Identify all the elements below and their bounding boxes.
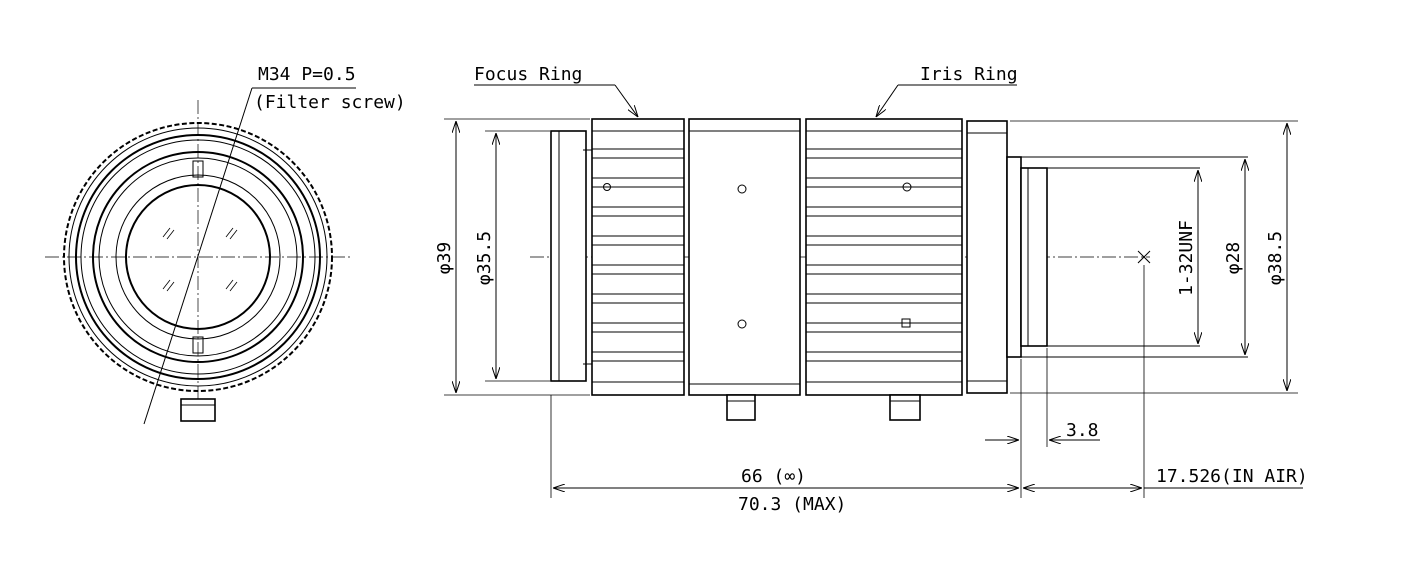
dim-70-3-label: 70.3 (MAX) [738, 494, 846, 515]
top-notch [192, 160, 204, 178]
focus-ring-hole [603, 183, 611, 191]
knurled-outer-circle [63, 122, 333, 392]
iris-ring-label: Iris Ring [920, 64, 1018, 85]
dimensions: φ39 φ35.5 1-32UNF φ28 φ38.5 3.8 66 (∞) 7… [434, 118, 1308, 515]
iris-ring-grooves [806, 130, 962, 383]
focus-ring [591, 118, 685, 396]
dim-unf-label: 1-32UNF [1176, 220, 1197, 296]
lens-glass-circle [125, 184, 271, 330]
filter-thread-circle [80, 139, 316, 375]
focus-ring-label: Focus Ring [474, 64, 582, 85]
dim-38-5-label: φ38.5 [1265, 231, 1286, 285]
mount-flange [1006, 156, 1022, 358]
body-hole-upper [737, 184, 747, 194]
front-cap [550, 130, 587, 382]
dim-3-8-label: 3.8 [1066, 420, 1099, 441]
focus-ring-grooves [592, 130, 684, 383]
body-hole-lower [737, 319, 747, 329]
c-mount-thread [1020, 167, 1048, 347]
iris-ring-slot [901, 318, 911, 328]
iris-lock-screw [889, 394, 921, 421]
lens-element-outer-circle [115, 174, 281, 340]
dim-39-label: φ39 [434, 242, 455, 275]
dim-back-focus-label: 17.526(IN AIR) [1156, 466, 1308, 487]
front-view: M34 P=0.5 (Filter screw) [45, 64, 406, 425]
iris-ring [805, 118, 963, 396]
thread-leader-line [143, 87, 253, 425]
bottom-notch [192, 336, 204, 354]
focus-lock-screw [726, 394, 756, 421]
glass-hatch-marks [162, 227, 238, 292]
dim-35-5-label: φ35.5 [474, 231, 495, 285]
filter-label: (Filter screw) [254, 92, 406, 113]
side-view: Focus Ring Iris Ring [474, 64, 1248, 421]
thread-label: M34 P=0.5 [258, 64, 356, 85]
dim-28-label: φ28 [1223, 242, 1244, 275]
rear-ring [966, 120, 1008, 394]
retainer-outer-circle [92, 151, 304, 363]
barrel-circle [75, 134, 321, 380]
lens-body [688, 118, 801, 396]
iris-ring-hole [902, 182, 912, 192]
front-locking-screw [180, 398, 216, 422]
retainer-inner-circle [98, 157, 298, 357]
dim-66-label: 66 (∞) [741, 466, 806, 487]
outer-ring-circle [68, 127, 328, 387]
